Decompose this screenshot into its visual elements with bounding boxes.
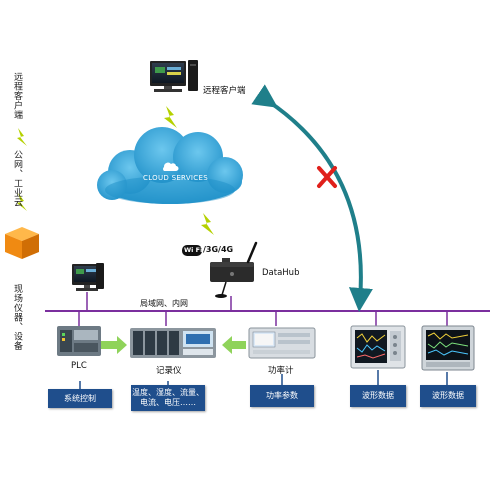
datahub-label: DataHub: [262, 268, 300, 278]
cloud-services-label: CLOUD SERVICES: [143, 174, 208, 182]
recorder-device-icon: [130, 328, 216, 358]
direct-link-arrow: [251, 84, 373, 312]
plc-label: PLC: [71, 361, 87, 371]
recorder-data-line1: 温度、湿度、流量、: [132, 388, 204, 397]
lightning-icon-top: [164, 106, 177, 128]
left-label-field-devices: 现场仪器、设备: [12, 284, 22, 351]
waveform-recorder-2-icon: [421, 325, 475, 371]
plc-device-icon: [57, 326, 101, 356]
system-control-text: 系统控制: [64, 393, 96, 403]
left-label-public-cloud: 公网、工业云: [12, 150, 22, 207]
remote-client-computer-icon: [150, 60, 198, 92]
lan-label: 局域网、内网: [140, 299, 188, 308]
left-label-remote-client: 远程客户端: [12, 72, 22, 120]
blocked-cross-icon: [317, 166, 337, 188]
power-params-text: 功率参数: [266, 391, 298, 400]
waveform2-text: 波形数据: [432, 391, 464, 400]
waveform1-box: 波形数据: [350, 385, 406, 407]
meter-to-recorder-arrow: [222, 336, 246, 354]
waveform-recorder-1-icon: [350, 325, 406, 369]
lightning-icon-middle: [201, 213, 214, 235]
recorder-data-line2: 电流、电压……: [140, 398, 196, 407]
plc-to-recorder-arrow: [101, 336, 127, 354]
left-lightning-icon: [17, 128, 27, 146]
network-type-label: /3G/4G: [203, 245, 234, 254]
power-params-box: 功率参数: [250, 385, 314, 407]
recorder-label: 记录仪: [156, 366, 182, 376]
lan-computer-icon: [72, 263, 104, 291]
recorder-data-box: 温度、湿度、流量、 电流、电压……: [131, 385, 205, 411]
wifi-badge-icon: [182, 245, 202, 256]
power-meter-label: 功率计: [268, 366, 294, 376]
cloud-icon: [97, 127, 243, 204]
left-lightning-icon-2: [17, 193, 27, 211]
system-control-box: 系统控制: [48, 389, 112, 408]
wifi-label: Wi Fi: [184, 246, 203, 254]
power-meter-device-icon: [248, 327, 316, 359]
remote-client-label: 远程客户端: [203, 86, 246, 96]
waveform1-text: 波形数据: [362, 391, 394, 400]
waveform2-box: 波形数据: [420, 385, 476, 407]
orange-cube-icon: [5, 227, 39, 259]
